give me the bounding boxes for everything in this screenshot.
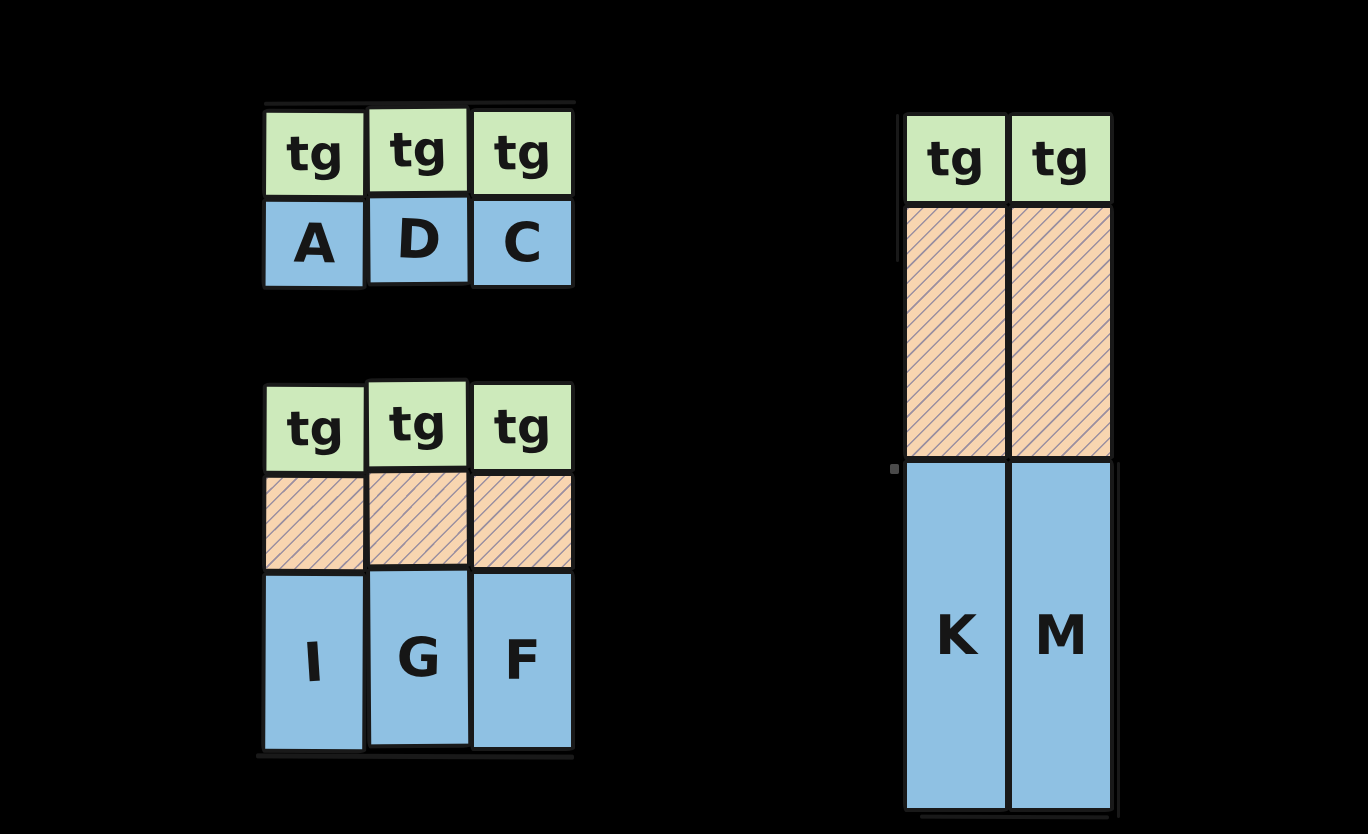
hatched-box xyxy=(1008,204,1114,460)
column-f: tg F xyxy=(470,381,575,751)
letter-box-k: K xyxy=(903,459,1009,812)
letter-label: F xyxy=(504,628,541,692)
sketch-stroke xyxy=(255,753,575,760)
letter-label: G xyxy=(396,624,443,690)
tg-label: tg xyxy=(387,395,448,453)
tg-label: tg xyxy=(1031,129,1091,188)
letter-box-g: G xyxy=(366,566,473,749)
letter-label: A xyxy=(292,211,336,276)
tg-box: tg xyxy=(1008,112,1114,205)
hatched-box xyxy=(365,468,472,569)
sketch-stroke xyxy=(1117,462,1120,818)
tg-box: tg xyxy=(262,382,368,476)
column-i: tg I xyxy=(261,382,368,754)
column-d: tg D xyxy=(365,104,472,287)
panel-top-left: tg A tg D tg C xyxy=(261,100,577,291)
sketch-stroke xyxy=(896,114,899,262)
tg-box: tg xyxy=(903,112,1009,205)
sketch-stroke xyxy=(919,814,1109,820)
letter-box-m: M xyxy=(1008,459,1114,812)
hatched-box xyxy=(903,204,1009,460)
tg-label: tg xyxy=(926,129,986,188)
column-a: tg A xyxy=(261,108,368,291)
letter-box-c: C xyxy=(470,197,575,289)
hatched-box xyxy=(261,473,368,574)
tg-label: tg xyxy=(493,124,552,182)
column-m: tg M xyxy=(1008,112,1114,812)
letter-label: C xyxy=(502,211,543,274)
panel-bottom-left: tg I tg G tg F xyxy=(255,377,575,760)
column-g: tg G xyxy=(364,377,473,749)
tg-box: tg xyxy=(365,104,471,196)
letter-box-f: F xyxy=(470,570,575,751)
hatched-box xyxy=(470,472,575,571)
tg-label: tg xyxy=(285,125,344,183)
tg-label: tg xyxy=(388,121,448,179)
letter-label: M xyxy=(1034,603,1088,667)
tg-label: tg xyxy=(493,398,552,456)
panel-right: tg K tg M xyxy=(890,112,1120,820)
letter-box-d: D xyxy=(365,193,472,287)
letter-label: K xyxy=(935,603,977,667)
sketch-dot xyxy=(890,464,899,474)
tg-box: tg xyxy=(470,381,575,473)
column-k: tg K xyxy=(903,112,1009,812)
tg-box: tg xyxy=(470,108,575,198)
tg-label: tg xyxy=(285,400,345,458)
letter-box-a: A xyxy=(261,197,367,291)
letter-label: D xyxy=(394,207,443,272)
tg-box: tg xyxy=(364,377,471,471)
tg-box: tg xyxy=(261,108,368,200)
letter-label: I xyxy=(301,629,327,695)
letter-box-i: I xyxy=(261,571,367,754)
column-c: tg C xyxy=(470,108,575,289)
